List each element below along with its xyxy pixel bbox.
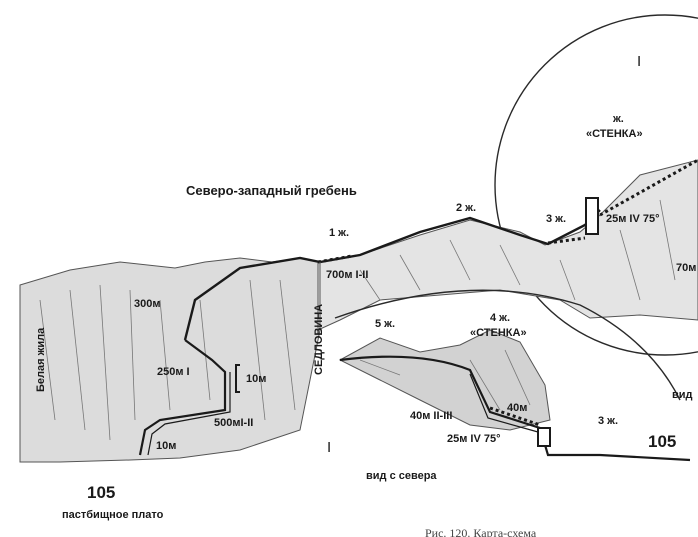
route-left-double xyxy=(147,372,231,456)
vein-1-label: 1 ж. xyxy=(329,227,350,239)
traverse-3 xyxy=(547,236,586,245)
inset-arc-lower xyxy=(334,289,681,401)
height-10-mid: 10м xyxy=(246,373,267,385)
vein-3-top-label: 3 ж. xyxy=(546,213,567,225)
pitch-box-top xyxy=(585,197,599,235)
route-lower xyxy=(339,355,691,462)
wall-top-label: «СТЕНКА» xyxy=(586,128,643,140)
peak-number-right: 105 xyxy=(648,432,677,451)
wall-mid-label: «СТЕНКА» xyxy=(470,327,527,339)
wall-mid-grade: 25м IV 75° xyxy=(447,433,501,445)
rock-hatching xyxy=(39,199,676,441)
ridge-title: Северо-западный гребень xyxy=(186,183,357,198)
height-10-low: 10м xyxy=(156,440,177,452)
traverse-top xyxy=(599,158,698,217)
wall-top-vein: ж. xyxy=(613,113,624,125)
pitch-box-mid xyxy=(537,427,551,447)
route-left xyxy=(138,339,227,456)
view-clipped-label: вид xyxy=(672,389,693,401)
vein-5-label: 5 ж. xyxy=(375,318,396,330)
height-250: 250м I xyxy=(157,366,190,378)
plateau-label: пастбищное плато xyxy=(62,509,164,521)
height-40-left: 40м II-III xyxy=(410,410,453,422)
wall-top-grade: 25м IV 75° xyxy=(606,213,660,225)
left-massif xyxy=(19,257,321,463)
figure-caption: Рис. 120. Карта-схема xyxy=(425,526,537,537)
inset-circle-top xyxy=(494,14,698,356)
route-lower-double xyxy=(469,373,539,433)
roman-numeral-bottom: I xyxy=(327,439,332,456)
bracket-10m xyxy=(235,364,240,393)
height-70-clipped: 70м xyxy=(676,262,697,274)
vein-4-label: 4 ж. xyxy=(490,312,511,324)
white-vein-label: Белая жила xyxy=(35,327,47,392)
view-north-label: вид с севера xyxy=(366,470,437,482)
ridge-massif xyxy=(317,159,698,331)
saddle-label: СЕДЛОВИНА xyxy=(313,303,325,375)
peak-number-left: 105 xyxy=(87,483,116,502)
height-500: 500мI-II xyxy=(214,417,254,429)
lower-massif xyxy=(338,329,551,431)
traverse-4 xyxy=(489,406,541,427)
height-300: 300м xyxy=(134,298,161,310)
vein-2-label: 2 ж. xyxy=(456,202,477,214)
roman-numeral-top: I xyxy=(637,53,642,70)
height-40-right: 40м xyxy=(507,402,528,414)
height-700: 700м I-II xyxy=(326,269,369,281)
vein-3-bottom-label: 3 ж. xyxy=(598,415,619,427)
